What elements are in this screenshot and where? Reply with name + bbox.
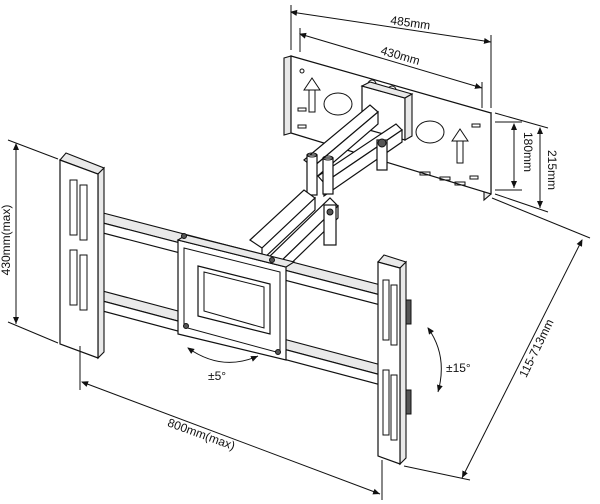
tv-frame	[59, 152, 412, 466]
up-arrow-icon	[451, 128, 469, 164]
dimension-lines	[7, 5, 591, 500]
articulating-arm	[249, 81, 414, 280]
dim-frame-width: 800mm(max)	[166, 416, 237, 453]
dim-extension: 115-713mm	[516, 317, 556, 380]
dim-plate-outer-height: 215mm	[545, 150, 559, 190]
dim-plate-outer-width: 485mm	[390, 13, 432, 32]
dim-tilt: ±5°	[208, 369, 226, 383]
dim-frame-height: 430mm(max)	[0, 205, 13, 276]
dim-plate-inner-height: 180mm	[521, 132, 535, 172]
dim-swivel: ±15°	[446, 361, 471, 375]
